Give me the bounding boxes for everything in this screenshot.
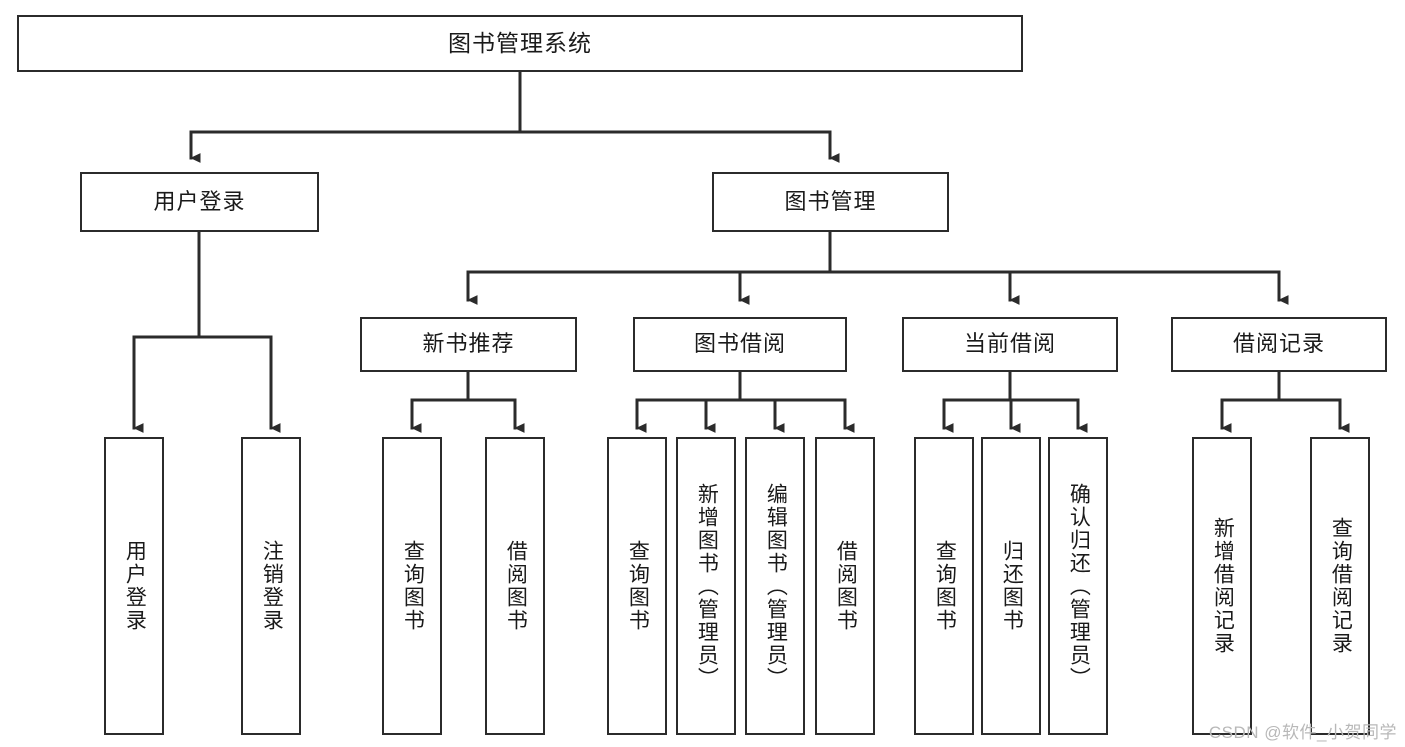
leaf-label: 借阅图书 — [834, 540, 858, 632]
leaf-label: 新增图书（管理员） — [695, 482, 719, 690]
leaf-query-book-2[interactable]: 查询图书 — [607, 437, 667, 735]
leaf-query-book-1[interactable]: 查询图书 — [382, 437, 442, 735]
leaf-label: 确认归还（管理员） — [1067, 482, 1091, 690]
connector-group-book-manage — [466, 230, 1289, 305]
leaf-label: 查询图书 — [626, 540, 650, 632]
leaf-label: 新增借阅记录 — [1211, 517, 1235, 655]
node-new-book-recommend[interactable]: 新书推荐 — [360, 317, 577, 372]
leaf-label: 查询图书 — [933, 540, 957, 632]
connector-group-root — [189, 70, 840, 163]
leaf-add-book[interactable]: 新增图书（管理员） — [676, 437, 736, 735]
leaf-edit-book[interactable]: 编辑图书（管理员） — [745, 437, 805, 735]
leaf-label: 注销登录 — [260, 540, 284, 632]
leaf-confirm-return[interactable]: 确认归还（管理员） — [1048, 437, 1108, 735]
leaf-query-record[interactable]: 查询借阅记录 — [1310, 437, 1370, 735]
leaf-return-book[interactable]: 归还图书 — [981, 437, 1041, 735]
leaf-logout[interactable]: 注销登录 — [241, 437, 301, 735]
leaf-label: 查询借阅记录 — [1329, 517, 1353, 655]
node-user-login[interactable]: 用户登录 — [80, 172, 319, 232]
node-borrow-record[interactable]: 借阅记录 — [1171, 317, 1387, 372]
leaf-label: 借阅图书 — [504, 540, 528, 632]
node-book-manage[interactable]: 图书管理 — [712, 172, 949, 232]
node-root[interactable]: 图书管理系统 — [17, 15, 1023, 72]
leaf-label: 查询图书 — [401, 540, 425, 632]
leaf-label: 归还图书 — [1000, 540, 1024, 632]
node-book-borrow[interactable]: 图书借阅 — [633, 317, 847, 372]
leaf-user-login[interactable]: 用户登录 — [104, 437, 164, 735]
leaf-borrow-book-1[interactable]: 借阅图书 — [485, 437, 545, 735]
leaf-add-record[interactable]: 新增借阅记录 — [1192, 437, 1252, 735]
node-current-borrow[interactable]: 当前借阅 — [902, 317, 1118, 372]
leaf-label: 编辑图书（管理员） — [764, 482, 788, 690]
connector-group-new-book-recommend — [410, 370, 525, 433]
leaf-query-book-3[interactable]: 查询图书 — [914, 437, 974, 735]
connector-group-borrow-record — [1220, 370, 1350, 433]
leaf-label: 用户登录 — [123, 540, 147, 632]
connector-group-book-borrow — [635, 370, 855, 433]
connector-group-current-borrow — [942, 370, 1088, 433]
connector-group-user-login — [132, 230, 281, 433]
leaf-borrow-book-2[interactable]: 借阅图书 — [815, 437, 875, 735]
